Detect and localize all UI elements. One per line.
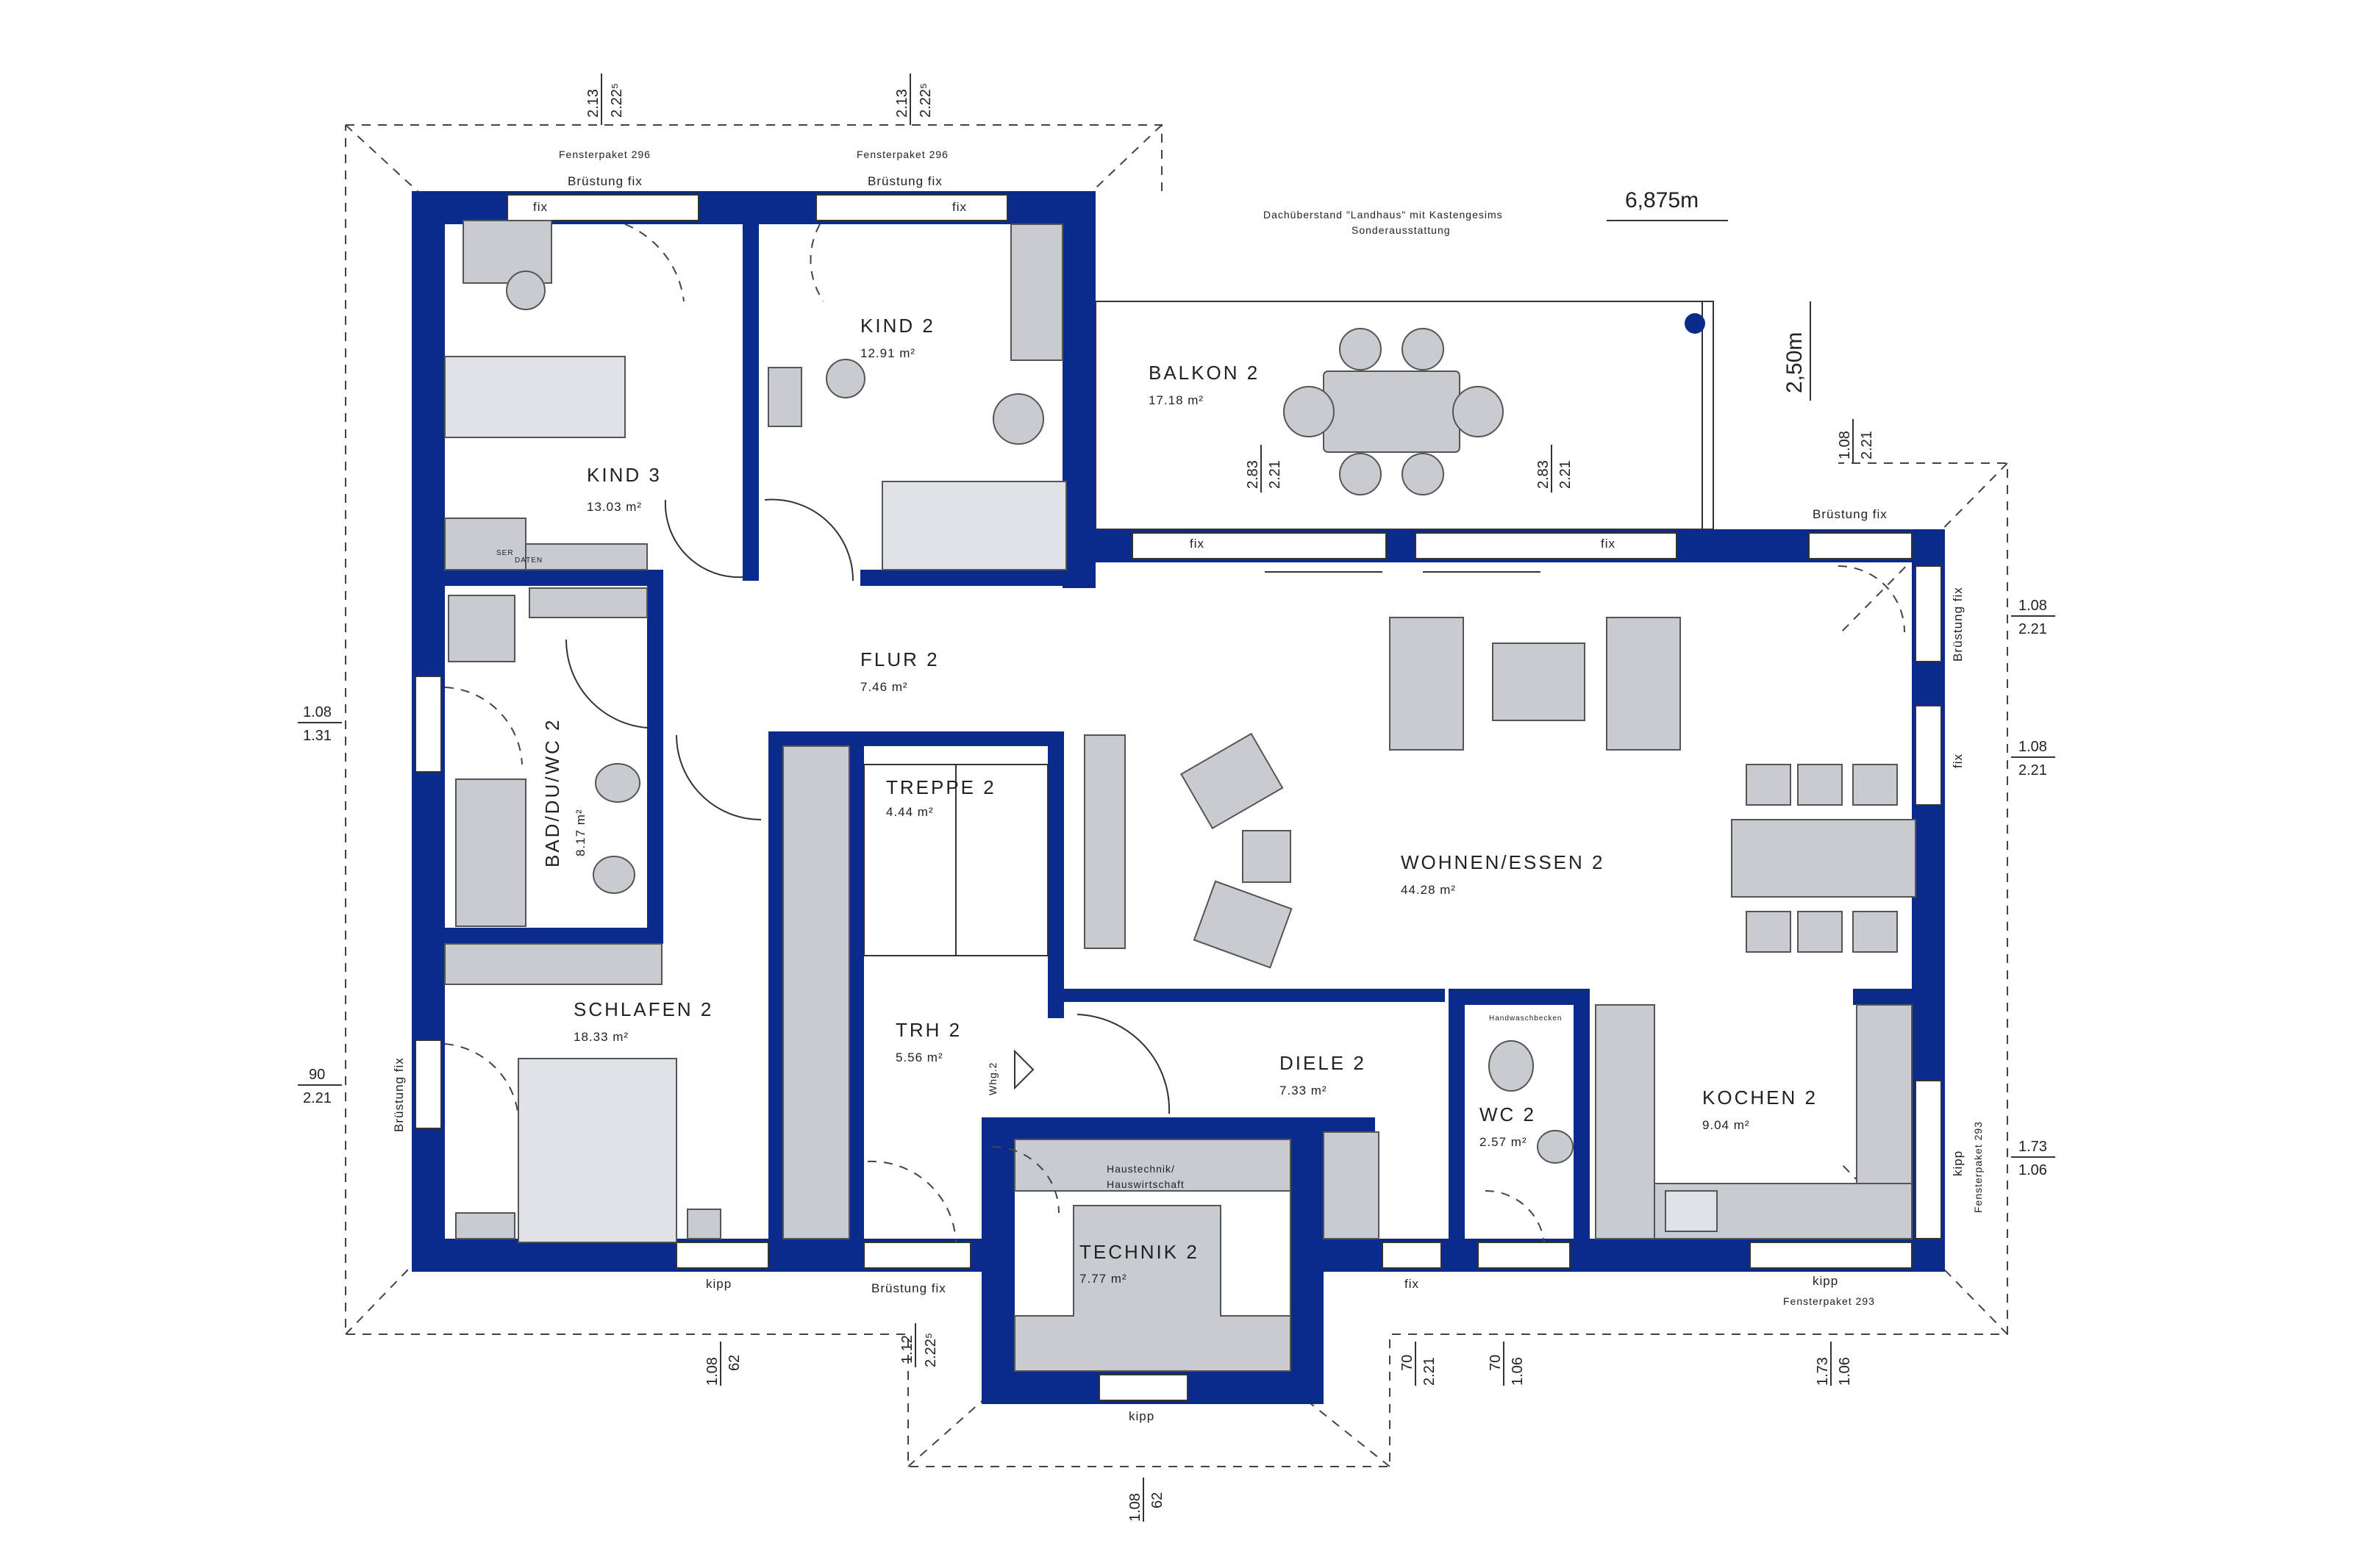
label-overhang-width: 6,875m: [1625, 188, 1699, 212]
dim-bot5-b: 1.06: [1837, 1357, 1853, 1386]
dim-bot1-a: 1.08: [704, 1357, 721, 1386]
label-dachueberstand: Dachüberstand "Landhaus" mit Kastengesim…: [1263, 209, 1503, 221]
room-kochen-name: KOCHEN 2: [1702, 1086, 1818, 1109]
label-fensterpaket-293-a: Fensterpaket 293: [1972, 1121, 1984, 1213]
label-bruestung-fix-c: Brüstung fix: [1813, 507, 1888, 521]
room-kind2-name: KIND 2: [860, 315, 935, 337]
label-bruestung-fix-d: Brüstung fix: [1951, 587, 1965, 662]
label-bruestung-fix-e: Brüstung fix: [871, 1281, 946, 1295]
room-diele-name: DIELE 2: [1279, 1052, 1366, 1074]
dim-bot1-b: 62: [726, 1355, 743, 1371]
room-trh-area: 5.56 m²: [896, 1050, 943, 1064]
label-fensterpaket-296-b: Fensterpaket 296: [857, 148, 949, 160]
dim-right1-a: 1.08: [2018, 598, 2047, 614]
room-wc-area: 2.57 m²: [1479, 1135, 1527, 1149]
room-trh-name: TRH 2: [896, 1019, 962, 1041]
dim-right2-a: 1.08: [2018, 739, 2047, 755]
dim-bot5-a: 1.73: [1815, 1357, 1831, 1386]
dim-top1-a: 2.13: [585, 89, 601, 118]
label-fix-e: fix: [1951, 753, 1965, 768]
furniture: [444, 220, 1916, 1372]
room-wc-name: WC 2: [1479, 1103, 1536, 1125]
room-bad-name: BAD/DU/WC 2: [541, 718, 563, 867]
room-treppe-area: 4.44 m²: [886, 805, 934, 819]
label-whg: Whg.2: [987, 1062, 999, 1095]
room-kind2-area: 12.91 m²: [860, 346, 915, 360]
label-bruestung-fix-b: Brüstung fix: [868, 174, 943, 188]
dim-top1-b: 2.22⁵: [609, 83, 625, 118]
room-kochen-area: 9.04 m²: [1702, 1118, 1750, 1132]
dim-left2-a: 90: [309, 1067, 325, 1083]
dim-bot6-a: 1.08: [1127, 1493, 1143, 1522]
room-balkon-area: 17.18 m²: [1149, 393, 1204, 407]
room-schlafen-name: SCHLAFEN 2: [574, 998, 713, 1020]
room-diele-area: 7.33 m²: [1279, 1084, 1327, 1098]
label-fensterpaket-296-a: Fensterpaket 296: [559, 148, 651, 160]
label-handwaschbecken: Handwaschbecken: [1489, 1014, 1563, 1023]
balcony: [1095, 301, 1714, 530]
label-bruestung-fix-f: Brüstung fix: [392, 1057, 406, 1132]
room-balkon-name: BALKON 2: [1149, 362, 1260, 384]
label-ser-b: DATEN: [515, 556, 543, 565]
room-wohnen-name: WOHNEN/ESSEN 2: [1401, 851, 1605, 873]
dim-balkon1-b: 2.21: [1267, 460, 1283, 489]
dim-bot4-a: 70: [1488, 1355, 1504, 1371]
label-bruestung-fix-a: Brüstung fix: [568, 174, 643, 188]
label-overhang-depth: 2,50m: [1782, 332, 1807, 393]
room-flur-name: FLUR 2: [860, 648, 940, 670]
dim-bot2-a: 1.12: [899, 1335, 915, 1364]
dim-top2-b: 2.22⁵: [918, 83, 934, 118]
dimension-markers: 2.13 2.22⁵ 2.13 2.22⁵ 2.83 2.21 2.83 2.2…: [298, 74, 2055, 1522]
room-wohnen-area: 44.28 m²: [1401, 883, 1456, 897]
dim-right3-a: 1.73: [2018, 1139, 2047, 1155]
label-fix-a: fix: [533, 200, 548, 214]
room-technik-name: TECHNIK 2: [1079, 1241, 1199, 1263]
label-ser-a: SER: [496, 549, 514, 557]
dim-bot6-b: 62: [1149, 1492, 1165, 1508]
room-labels: KIND 3 13.03 m² KIND 2 12.91 m² BALKON 2…: [541, 315, 1818, 1286]
dim-right3-b: 1.06: [2018, 1162, 2047, 1178]
dim-right-top-a: 1.08: [1837, 431, 1853, 459]
room-kind3-area: 13.03 m²: [587, 500, 642, 514]
dim-left2-b: 2.21: [303, 1090, 332, 1106]
dim-left1-a: 1.08: [303, 704, 332, 720]
room-flur-area: 7.46 m²: [860, 680, 908, 694]
label-fix-f: fix: [1404, 1277, 1419, 1291]
room-treppe-name: TREPPE 2: [886, 776, 996, 798]
annotations: Fensterpaket 296 Fensterpaket 296 Brüstu…: [392, 148, 1984, 1423]
room-technik-area: 7.77 m²: [1079, 1272, 1127, 1286]
label-sonderausstattung: Sonderausstattung: [1352, 224, 1451, 236]
dim-right2-b: 2.21: [2018, 762, 2047, 778]
label-kipp-d: kipp: [1129, 1409, 1154, 1423]
dim-balkon2-a: 2.83: [1535, 460, 1552, 489]
room-schlafen-area: 18.33 m²: [574, 1030, 629, 1044]
dim-balkon1-a: 2.83: [1245, 460, 1261, 489]
dim-bot3-a: 70: [1399, 1355, 1415, 1371]
windows: [415, 194, 1942, 1401]
dim-bot3-b: 2.21: [1421, 1357, 1438, 1386]
label-haustechnik: Haustechnik/: [1107, 1163, 1175, 1175]
label-kipp-b: kipp: [1813, 1274, 1838, 1288]
dim-top2-a: 2.13: [894, 89, 910, 118]
dim-left1-b: 1.31: [303, 728, 332, 744]
dim-balkon2-b: 2.21: [1557, 460, 1574, 489]
dim-bot4-b: 1.06: [1510, 1357, 1526, 1386]
label-fix-d: fix: [1601, 537, 1615, 551]
doors: [444, 223, 1905, 1243]
label-kipp-c: kipp: [706, 1277, 732, 1291]
label-fix-b: fix: [952, 200, 967, 214]
dim-bot2-b: 2.22⁵: [923, 1333, 939, 1367]
dim-right1-b: 2.21: [2018, 621, 2047, 637]
label-fix-c: fix: [1190, 537, 1204, 551]
room-bad-area: 8.17 m²: [574, 809, 588, 856]
room-kind3-name: KIND 3: [587, 464, 662, 486]
label-kipp-a: kipp: [1951, 1150, 1965, 1176]
label-fensterpaket-293-b: Fensterpaket 293: [1783, 1295, 1875, 1307]
dim-right-top-b: 2.21: [1859, 431, 1875, 459]
label-hauswirtschaft: Hauswirtschaft: [1107, 1178, 1185, 1190]
